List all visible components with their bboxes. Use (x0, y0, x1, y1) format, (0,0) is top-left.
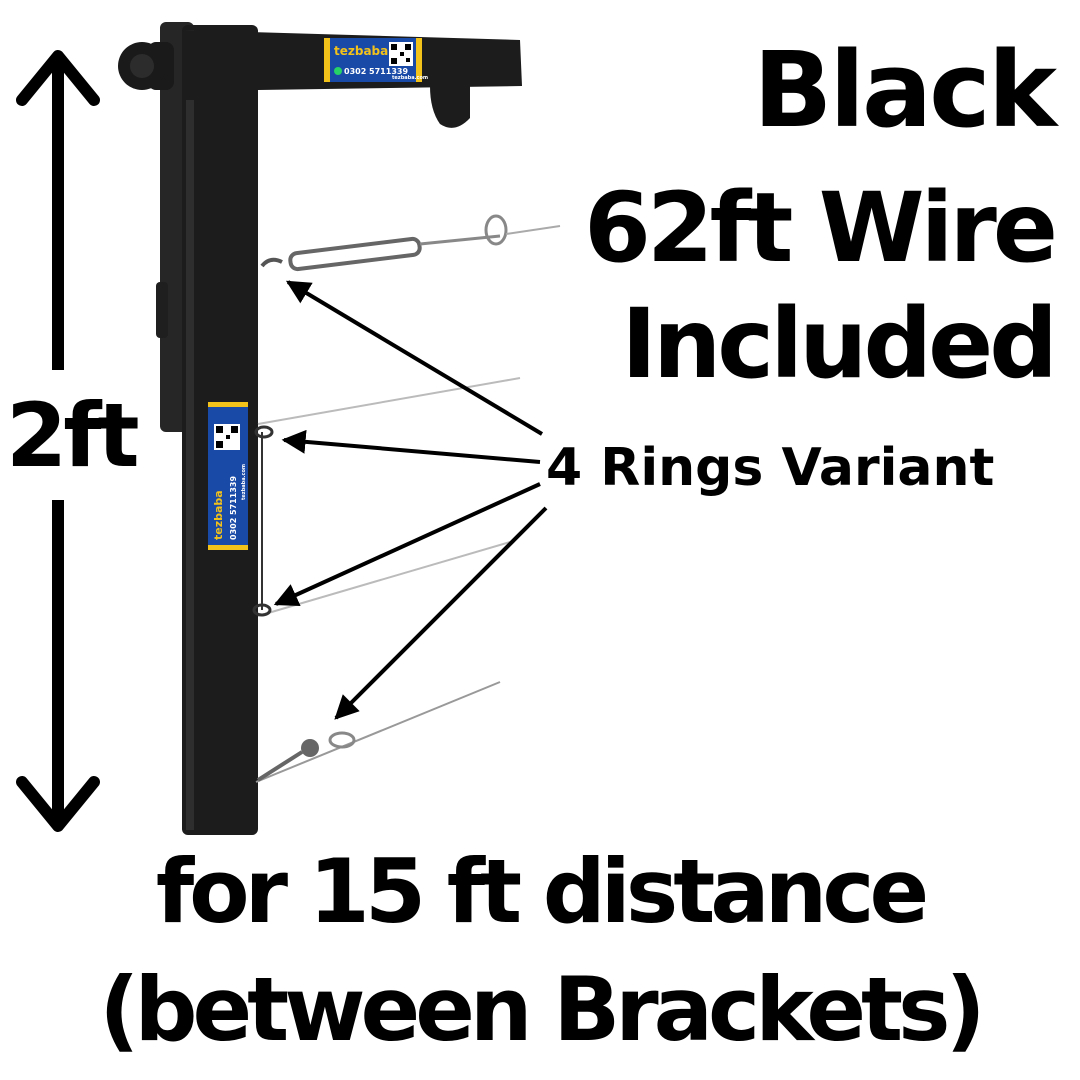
bracket-knob (118, 42, 174, 90)
variant-label: 4 Rings Variant (546, 438, 995, 498)
wire-heading-line-2: Included (621, 288, 1058, 400)
distance-line-2: (between Brackets) (99, 958, 985, 1061)
up-arrow-icon (16, 50, 100, 370)
whatsapp-icon (334, 67, 342, 75)
side-sticker: tezbaba 0302 5711339 tezbaba.com (208, 402, 248, 550)
wire-2 (254, 377, 521, 439)
pointer-arrow-icon (273, 280, 548, 720)
top-sticker-website: tezbaba.com (392, 75, 428, 81)
wire-4 (255, 681, 501, 783)
top-sticker-brand: tezbaba (334, 44, 388, 58)
qr-code-icon (214, 424, 240, 450)
side-sticker-phone: 0302 5711339 (229, 476, 238, 540)
distance-line-1: for 15 ft distance (155, 840, 929, 943)
color-heading: Black (753, 29, 1057, 151)
side-sticker-brand: tezbaba (212, 490, 225, 540)
down-arrow-icon (16, 500, 100, 832)
height-label: 2ft (6, 384, 140, 487)
wire-heading-line-1: 62ft Wire (584, 172, 1058, 284)
wire-3 (252, 432, 511, 617)
top-sticker: tezbaba 0302 5711339 tezbaba.com (324, 38, 428, 82)
side-sticker-website: tezbaba.com (241, 464, 247, 500)
qr-code-icon (389, 42, 413, 66)
top-sticker-phone: 0302 5711339 (344, 67, 408, 76)
wire-1 (260, 214, 561, 272)
bracket-hook (430, 86, 470, 128)
